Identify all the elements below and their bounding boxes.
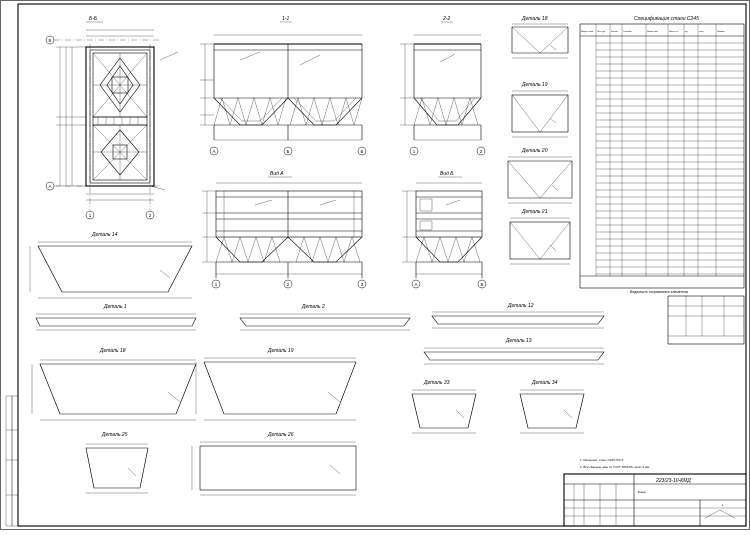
sheet-frame xyxy=(17,3,747,527)
plan-view: Б-Б xyxy=(54,16,179,210)
title-block-sheet: 1 xyxy=(722,504,724,507)
detail-20: Деталь 20 xyxy=(507,148,573,204)
axis-marker-a xyxy=(45,181,55,191)
detail-1-title: Деталь 1 xyxy=(103,304,127,310)
axis-label-2b: 2 xyxy=(480,149,483,154)
axis-marker-a4 xyxy=(411,279,421,289)
spec-table-header: общ. xyxy=(699,31,704,33)
axis-marker-b xyxy=(45,35,55,45)
mass-table: Ведомость отправочных элементов xyxy=(630,290,745,345)
spec-table-header: Кол-во xyxy=(611,31,619,33)
axis-label-b2: Б xyxy=(287,149,290,154)
axis-label-3c: 3 xyxy=(361,282,364,287)
detail-34-title: Деталь 34 xyxy=(531,380,558,386)
section-2-2: 2-2 xyxy=(400,16,482,141)
spec-table-header: Масса, кг xyxy=(669,31,679,33)
detail-1: Деталь 1 xyxy=(35,304,197,331)
detail-21: Деталь 21 xyxy=(509,209,571,265)
section-2-2-axis-markers: 1 2 xyxy=(409,146,486,156)
detail-19: Деталь 19 xyxy=(511,82,569,138)
axis-label-1b: 1 xyxy=(413,149,416,154)
spec-table-header: Примеч. xyxy=(717,31,726,33)
detail-12: Деталь 12 xyxy=(431,303,605,329)
detail-33-title: Деталь 33 xyxy=(423,380,450,386)
axis-label-2: 2 xyxy=(149,213,152,218)
detail-12-title: Деталь 12 xyxy=(507,303,534,309)
detail-26: Деталь 26 xyxy=(191,432,357,496)
section-1-1-axis-markers: А Б Б xyxy=(209,146,367,156)
axis-marker-2b xyxy=(476,146,486,156)
detail-19-title: Деталь 19 xyxy=(521,82,548,88)
view-b-title: Вид Б xyxy=(440,171,454,177)
detail-14-title: Деталь 14 xyxy=(91,232,118,238)
axis-marker-b4 xyxy=(477,279,487,289)
view-a: Вид А xyxy=(202,171,363,278)
detail-21-title: Деталь 21 xyxy=(521,209,548,215)
detail-33: Деталь 33 xyxy=(411,380,477,434)
detail-16: Деталь 19 xyxy=(195,348,357,421)
mass-table-title: Ведомость отправочных элементов xyxy=(630,290,688,294)
detail-2: Деталь 2 xyxy=(239,304,411,331)
axis-label-a2: А xyxy=(212,149,215,154)
axis-marker-2c xyxy=(283,279,293,289)
detail-34: Деталь 34 xyxy=(519,380,585,434)
binding-strip xyxy=(5,395,19,527)
title-block: 223/23-10-КМД Бункер. 1 xyxy=(563,473,747,527)
title-block-project: Бункер. xyxy=(638,491,647,494)
axis-label-b3: Б xyxy=(361,149,364,154)
title-block-code: 223/23-10-КМД xyxy=(655,478,691,484)
section-1-1-title: 1-1 xyxy=(282,16,289,22)
detail-20-title: Деталь 20 xyxy=(521,148,548,154)
spec-table-header: Марка элем. xyxy=(581,31,594,33)
view-a-axis-markers: 1 2 3 xyxy=(211,279,367,289)
detail-17-title: Деталь 18 xyxy=(99,348,126,354)
detail-26-title: Деталь 26 xyxy=(267,432,294,438)
axis-marker-1c xyxy=(211,279,221,289)
spec-table-title: Спецификация стали С245 xyxy=(634,16,699,22)
axis-label-b4: Б xyxy=(481,282,484,287)
axis-marker-1 xyxy=(85,210,95,220)
axis-marker-b3 xyxy=(357,146,367,156)
axis-label-2c: 2 xyxy=(287,282,290,287)
axis-marker-2 xyxy=(145,210,155,220)
detail-13-title: Деталь 13 xyxy=(505,338,532,344)
detail-18-title: Деталь 18 xyxy=(521,16,548,22)
detail-18: Деталь 18 xyxy=(511,16,569,59)
spec-table-header: Сечение xyxy=(623,31,633,33)
detail-16-title: Деталь 19 xyxy=(267,348,294,354)
note-2: 2. Все сварные швы по ГОСТ 5264-80, кате… xyxy=(580,465,650,469)
axis-label-a: А xyxy=(48,184,51,189)
detail-14: Деталь 14 xyxy=(29,232,193,299)
detail-17: Деталь 18 xyxy=(31,348,197,421)
axis-label-1c: 1 xyxy=(215,282,218,287)
notes: 1. Материал: сталь С245 ГОСТ. 2. Все сва… xyxy=(580,458,650,469)
axis-marker-3c xyxy=(357,279,367,289)
detail-13: Деталь 13 xyxy=(423,338,605,365)
axis-label-a4: А xyxy=(414,282,417,287)
axis-label-1: 1 xyxy=(89,213,92,218)
note-1: 1. Материал: сталь С245 ГОСТ. xyxy=(580,458,624,462)
spec-table-header: Поз. дет. xyxy=(597,31,606,33)
detail-2-title: Деталь 2 xyxy=(301,304,325,310)
spec-table: Спецификация стали С245 Марка элем.Поз. … xyxy=(579,16,745,289)
spec-table-header: ед. xyxy=(685,31,688,33)
axis-label-b: Б xyxy=(49,38,52,43)
axis-marker-a2 xyxy=(209,146,219,156)
axis-marker-b2 xyxy=(283,146,293,156)
view-a-title: Вид А xyxy=(270,171,284,177)
spec-table-header: Длина, мм xyxy=(647,31,658,33)
section-1-1: 1-1 xyxy=(200,16,363,141)
plan-axis-markers: Б А 1 2 xyxy=(45,35,155,220)
detail-25-title: Деталь 25 xyxy=(101,432,128,438)
axis-marker-1b xyxy=(409,146,419,156)
detail-25: Деталь 25 xyxy=(85,432,149,494)
section-2-2-title: 2-2 xyxy=(442,16,450,22)
view-b-axis-markers: А Б xyxy=(411,279,487,289)
view-b: Вид Б xyxy=(402,171,483,278)
plan-view-title: Б-Б xyxy=(89,16,98,22)
